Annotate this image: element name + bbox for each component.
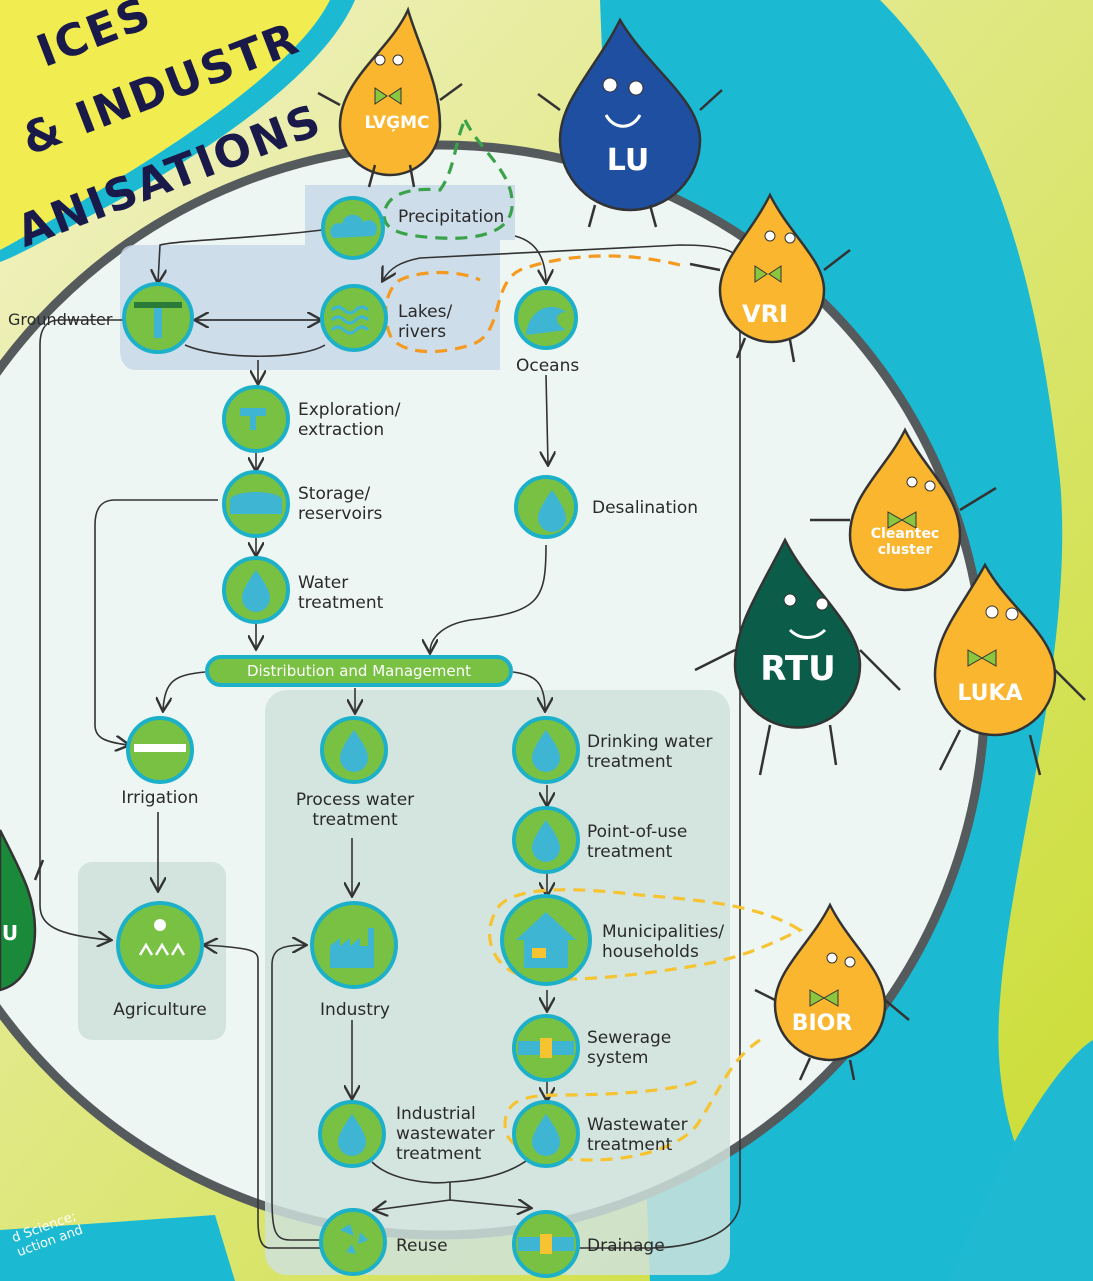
label-municipalities: Municipalities/ households: [602, 922, 725, 962]
mascot-label-bior: BIOR: [792, 1011, 853, 1036]
label-desalination: Desalination: [592, 498, 699, 518]
mascot-vri: [689, 192, 851, 363]
label-irrigation: Irrigation: [121, 788, 199, 808]
drop-icon: [538, 490, 566, 532]
wastewater-loop: [503, 1038, 761, 1162]
highlight-loops: [382, 116, 804, 1162]
label-point-of-use: Point-of-use treatment: [587, 822, 688, 862]
label-oceans: Oceans: [516, 356, 580, 376]
teal-corner: [950, 1040, 1093, 1281]
mascots: [0, 6, 1086, 1081]
label-reuse: Reuse: [396, 1236, 448, 1256]
mascot-green-partial: [0, 829, 45, 992]
cloud-icon: [330, 214, 377, 238]
industrial-wastewater-node: [318, 1100, 386, 1168]
groundwater-node: [122, 282, 194, 354]
storage-node: [222, 470, 290, 538]
waves-icon: [330, 305, 370, 335]
municipalities-loop: [488, 888, 804, 981]
wastewater-node: [512, 1100, 580, 1168]
label-precipitation: Precipitation: [398, 207, 505, 227]
irrigation-node: [126, 716, 194, 784]
factory-icon: [330, 928, 374, 968]
reservoir-icon: [230, 500, 282, 514]
municipalities-node: [500, 894, 592, 986]
footer-strip: [0, 1215, 235, 1281]
recycle-icon: [340, 1224, 368, 1254]
precipitation-loop: [382, 116, 514, 240]
label-drinking-water: Drinking water treatment: [587, 732, 713, 772]
mascot-label-green: U: [2, 921, 18, 945]
mascot-bior: [754, 902, 910, 1081]
sprinkler-icon: [134, 744, 186, 752]
mascot-label-rtu: RTU: [760, 649, 835, 689]
mascot-label-luka: LUKA: [957, 681, 1022, 706]
label-agriculture: Agriculture: [113, 1000, 207, 1020]
label-process-water: Process water treatment: [295, 790, 415, 830]
drop-icon: [340, 730, 368, 772]
drinking-water-node: [512, 716, 580, 784]
process-water-node: [320, 716, 388, 784]
sun-icon: [154, 919, 166, 931]
mascot-rtu: [694, 537, 901, 776]
label-exploration: Exploration/ extraction: [298, 400, 401, 440]
mascot-lu: [537, 17, 723, 228]
label-sewerage: Sewerage system: [587, 1028, 672, 1068]
drop-icon: [242, 570, 270, 612]
sources-box: [120, 185, 515, 370]
mascot-lvgmc: [317, 6, 463, 188]
agriculture-node: [116, 901, 204, 989]
distribution-bar: Distribution and Management: [205, 655, 513, 687]
mascot-luka: [933, 562, 1086, 776]
drainage-node: [512, 1210, 580, 1278]
label-storage: Storage/ reservoirs: [298, 484, 383, 524]
label-wastewater: Wastewater treatment: [587, 1115, 688, 1155]
tap-icon: [240, 408, 266, 430]
node-icons: [116, 196, 592, 1278]
well-icon: [154, 308, 162, 338]
bowtie-icon: [374, 87, 402, 105]
label-groundwater: Groundwater: [8, 310, 113, 329]
drop-icon: [532, 1114, 560, 1156]
label-drainage: Drainage: [587, 1236, 665, 1256]
label-industry: Industry: [320, 1000, 390, 1020]
mascot-label-lvgmc: LVĢMC: [365, 113, 430, 133]
title-banner-edge: [0, 0, 355, 262]
title-banner: [0, 0, 330, 250]
plants-icon: [138, 942, 186, 956]
precipitation-node: [321, 196, 385, 260]
oceans-node: [514, 286, 578, 350]
drop-icon: [532, 730, 560, 772]
exploration-node: [222, 385, 290, 453]
mascot-label-lu: LU: [607, 143, 649, 178]
lakes-loop: [384, 254, 681, 354]
industry-node: [310, 901, 398, 989]
mascot-cleantec: [810, 427, 997, 592]
lakes-node: [320, 284, 388, 352]
drop-icon: [338, 1114, 366, 1156]
mascot-label-cleantec: Cleantec cluster: [870, 526, 940, 558]
sewerage-node: [512, 1014, 580, 1082]
drop-icon: [532, 820, 560, 862]
desalination-node: [514, 475, 578, 539]
label-lakes: Lakes/ rivers: [398, 302, 453, 342]
reuse-node: [319, 1208, 387, 1276]
label-water-treatment: Water treatment: [298, 573, 384, 613]
point-of-use-node: [512, 806, 580, 874]
water-treatment-node: [222, 556, 290, 624]
mascot-label-vri: VRI: [742, 300, 788, 328]
wave-icon: [526, 306, 566, 335]
label-industrial-wastewater: Industrial wastewater treatment: [396, 1104, 495, 1164]
